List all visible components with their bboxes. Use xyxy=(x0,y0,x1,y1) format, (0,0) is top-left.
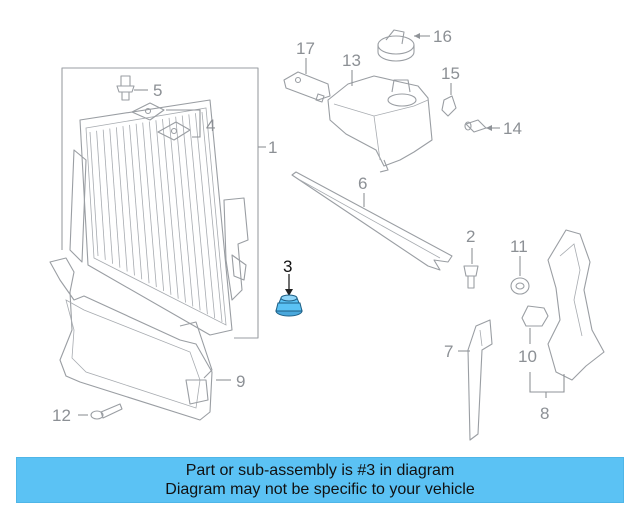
callout-17: 17 xyxy=(296,39,315,58)
radiator-fin xyxy=(129,124,143,280)
support-part-9 xyxy=(49,257,231,421)
radiator-fin xyxy=(175,116,194,307)
bracket-part-4 xyxy=(131,102,201,141)
callout-11: 11 xyxy=(510,237,528,256)
connector-part-14 xyxy=(464,119,500,133)
radiator-fin xyxy=(168,117,186,303)
radiator-fin xyxy=(195,113,216,319)
strip-part-7 xyxy=(458,319,493,441)
banner-line-disclaimer: Diagram may not be specific to your vehi… xyxy=(165,481,475,498)
radiator-fin xyxy=(115,127,128,272)
callout-10: 10 xyxy=(518,347,537,366)
clip-part-10 xyxy=(521,305,549,344)
radiator-fin xyxy=(188,114,208,315)
callout-1: 1 xyxy=(268,138,277,157)
radiator-fin xyxy=(181,115,201,311)
radiator-fin xyxy=(122,126,135,276)
cap-part-16 xyxy=(377,29,430,62)
radiator-fin xyxy=(109,128,121,268)
radiator-part-1 xyxy=(61,67,266,339)
callout-15: 15 xyxy=(441,64,460,83)
callout-2: 2 xyxy=(466,227,475,246)
sensor-part-15 xyxy=(441,83,457,117)
deflector-part-6 xyxy=(291,171,453,271)
bolt-part-2 xyxy=(463,248,479,289)
radiator-fin xyxy=(102,129,113,264)
callout-3: 3 xyxy=(283,257,292,276)
radiator-fin xyxy=(201,111,223,323)
callout-14: 14 xyxy=(503,119,522,138)
radiator-fin xyxy=(162,119,179,299)
radiator-fin xyxy=(135,123,150,284)
grommet-part-3 xyxy=(275,274,303,317)
callout-5: 5 xyxy=(153,81,162,100)
callout-7: 7 xyxy=(444,342,453,361)
callout-4: 4 xyxy=(206,116,215,135)
expansion-tank-part-13 xyxy=(327,70,433,173)
callout-16: 16 xyxy=(433,27,452,46)
radiator-fin xyxy=(96,130,106,260)
callout-13: 13 xyxy=(342,51,361,70)
bracket-part-17 xyxy=(283,58,331,103)
nut-part-11 xyxy=(510,256,530,295)
banner-line-part-number: Part or sub-assembly is #3 in diagram xyxy=(185,462,455,479)
callout-8: 8 xyxy=(540,404,549,423)
radiator-fin xyxy=(89,131,99,257)
info-banner: Part or sub-assembly is #3 in diagram Di… xyxy=(16,457,624,503)
radiator-fin xyxy=(148,121,165,291)
radiator-fin xyxy=(142,122,157,288)
radiator-fin xyxy=(155,120,172,295)
duct-part-8 xyxy=(529,229,605,398)
callout-9: 9 xyxy=(236,372,245,391)
callout-6: 6 xyxy=(358,174,367,193)
screw-part-12 xyxy=(78,403,123,420)
callout-12: 12 xyxy=(52,406,71,425)
bolt-part-5 xyxy=(116,75,148,101)
